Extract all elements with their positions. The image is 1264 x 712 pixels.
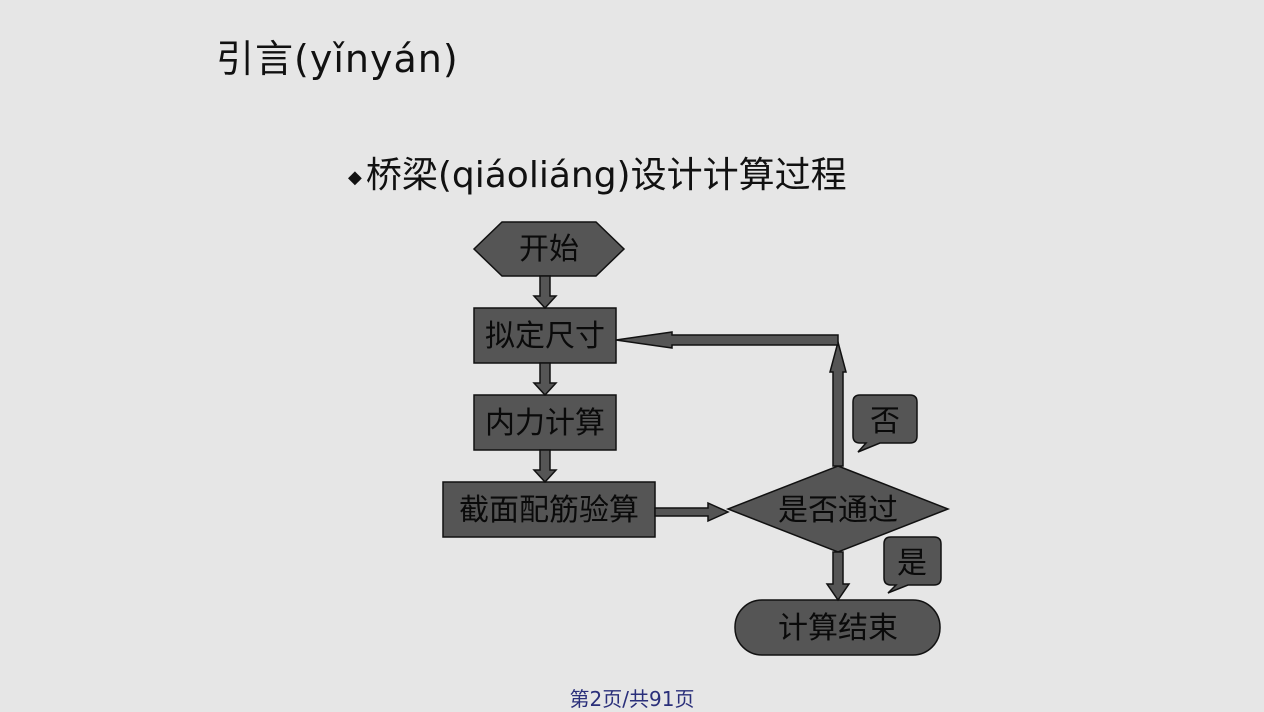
arrow-step1-step2 bbox=[532, 362, 558, 397]
end-label: 计算结束 bbox=[778, 611, 898, 646]
step2-label: 内力计算 bbox=[485, 406, 605, 441]
no-callout bbox=[852, 394, 918, 453]
slide-title: 引言(yǐnyán) bbox=[216, 37, 459, 81]
start-node bbox=[472, 221, 626, 277]
yes-label: 是 bbox=[897, 546, 927, 581]
decision-label: 是否通过 bbox=[778, 493, 898, 528]
no-label: 否 bbox=[870, 404, 900, 439]
diamond-bullet-icon: ◆ bbox=[348, 166, 362, 188]
step3-box bbox=[442, 481, 656, 538]
start-label: 开始 bbox=[519, 232, 579, 267]
arrow-step2-step3 bbox=[532, 449, 558, 484]
page-number: 第2页/共91页 bbox=[569, 687, 695, 711]
arrow-start-step1 bbox=[532, 275, 558, 310]
arrow-decision-end bbox=[825, 551, 851, 602]
bullet-text: 桥梁(qiáoliáng)设计计算过程 bbox=[365, 155, 847, 196]
step1-box bbox=[473, 307, 617, 364]
bullet-item: ◆桥梁(qiáoliáng)设计计算过程 bbox=[348, 146, 847, 198]
arrow-step3-decision bbox=[654, 501, 730, 523]
arrow-decision-up bbox=[829, 339, 847, 467]
step2-box bbox=[473, 394, 617, 451]
yes-callout bbox=[883, 536, 942, 594]
arrow-loop-back bbox=[615, 331, 839, 349]
step1-label: 拟定尺寸 bbox=[485, 319, 605, 354]
step3-label: 截面配筋验算 bbox=[459, 493, 639, 528]
